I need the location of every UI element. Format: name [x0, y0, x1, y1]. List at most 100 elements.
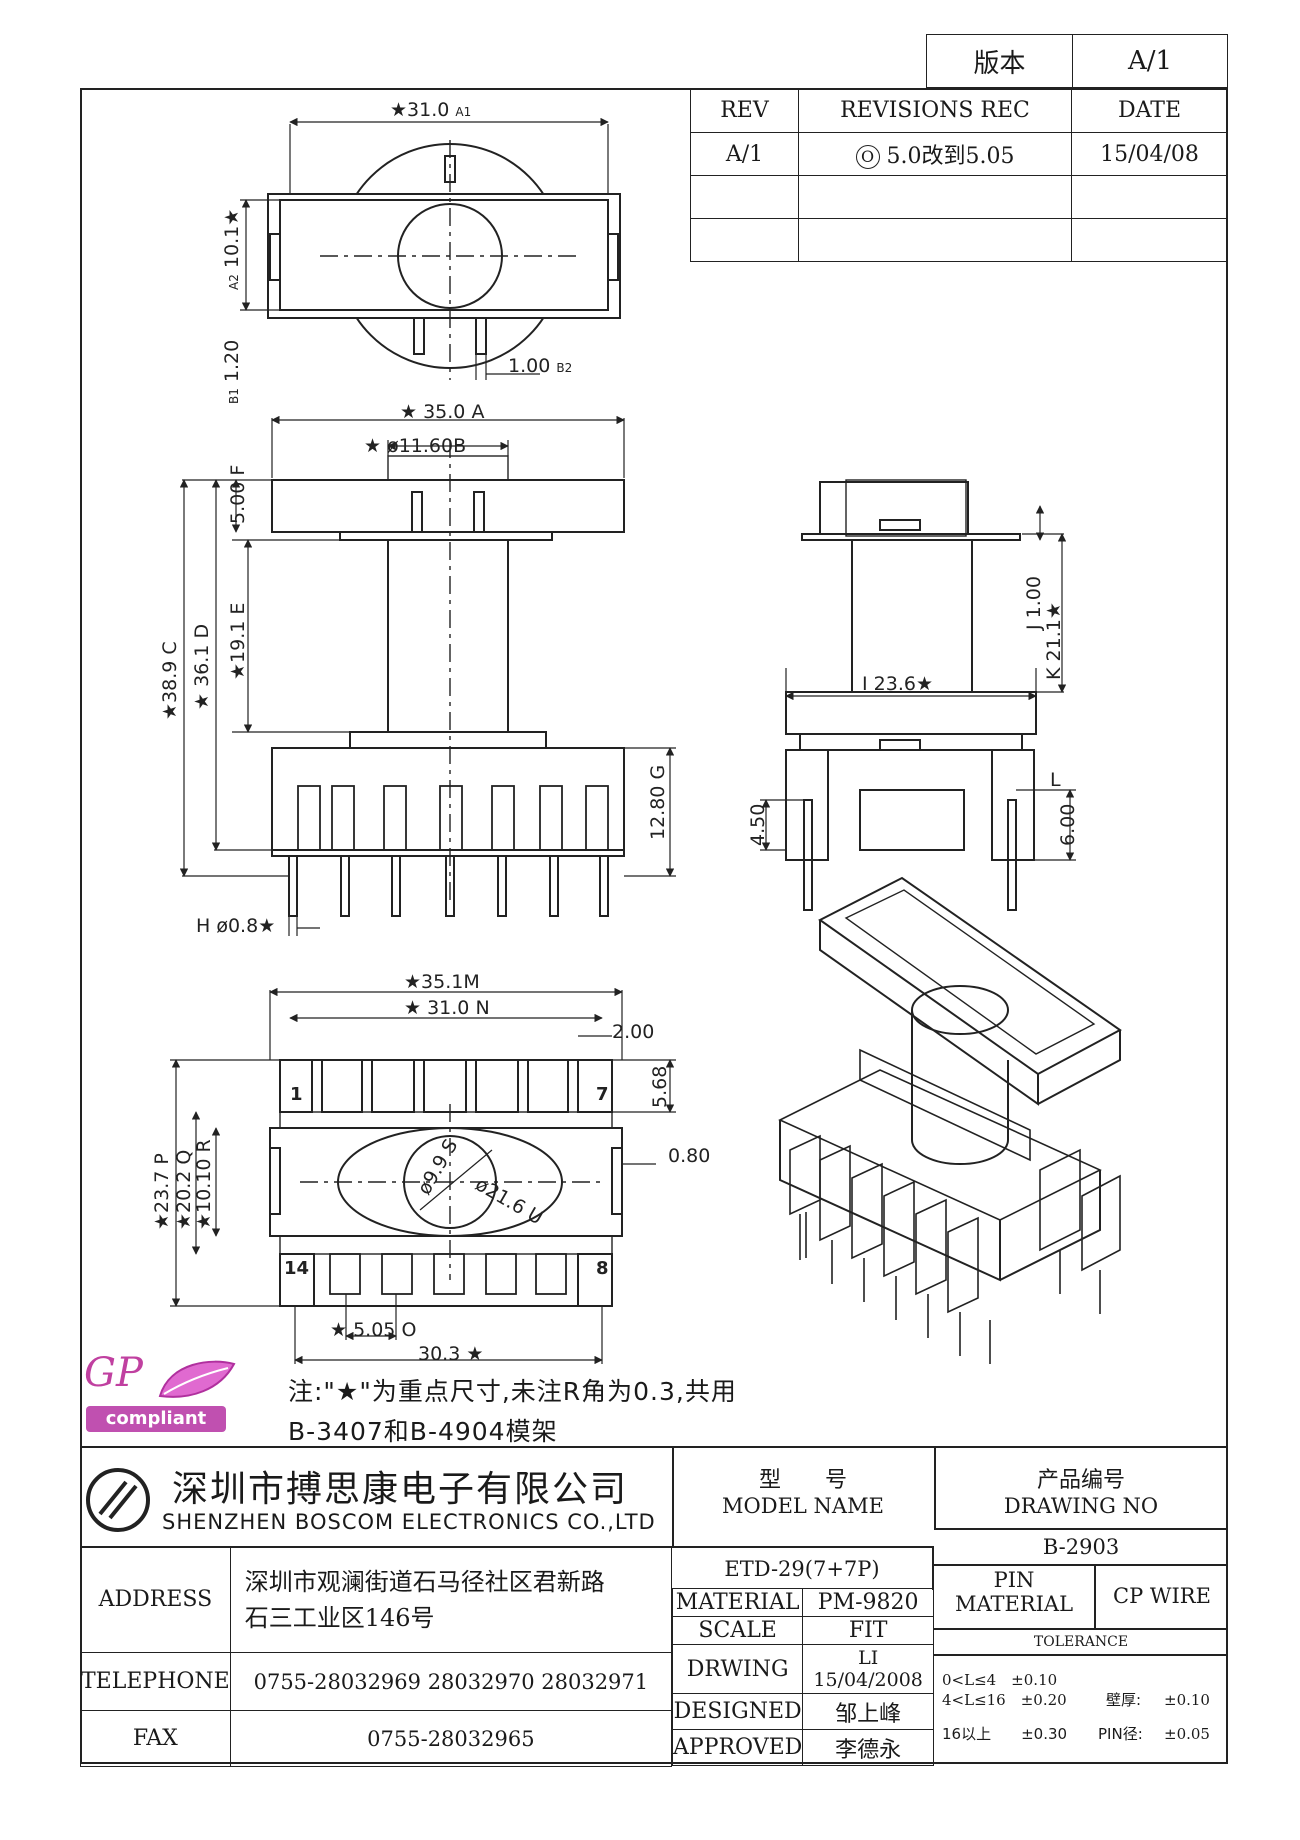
dim-side-width: ★ 35.0 A	[400, 401, 484, 423]
date-header: DATE	[1071, 88, 1228, 133]
dim-bot-slot-h: 5.68	[649, 1066, 671, 1108]
model-name-en: MODEL NAME	[722, 1494, 884, 1518]
drawing-no-cn: 产品编号	[1036, 1468, 1125, 1493]
dim-top-pin-offset: B1 1.20	[221, 340, 243, 404]
fax-label: FAX	[80, 1710, 231, 1767]
dim-bot-h1: ★23.7 P	[151, 1153, 173, 1230]
address-value: 深圳市观澜街道石马径社区君新路 石三工业区146号	[229, 1546, 673, 1653]
company-header: 深圳市搏思康电子有限公司 SHENZHEN BOSCOM ELECTRONICS…	[80, 1448, 674, 1548]
dim-side-flange: 5.00 F	[227, 465, 249, 524]
telephone-value: 0755-28032969 28032970 28032971	[229, 1652, 673, 1711]
rec-text: 5.0改到5.05	[886, 144, 1015, 169]
material-label: MATERIAL	[671, 1587, 804, 1618]
dim-side-core: ★ ø11.60B	[364, 435, 466, 457]
dim-bot-gap: 0.80	[668, 1145, 710, 1167]
version-label: 版本	[926, 34, 1073, 88]
model-value: ETD-29(7+7P)	[672, 1546, 934, 1590]
dim-bot-width1: ★35.1M	[404, 971, 480, 993]
model-name-cn: 型 号	[758, 1468, 847, 1493]
dim-side-pin-dia: H ø0.8★	[196, 915, 275, 937]
tolerance-3: 16以上 ±0.30	[942, 1725, 1068, 1743]
rec-header: REVISIONS REC	[798, 88, 1072, 133]
contact-table: ADDRESS 深圳市观澜街道石马径社区君新路 石三工业区146号 TELEPH…	[80, 1546, 673, 1767]
dim-end-pin2: 4.50	[747, 804, 769, 846]
telephone-label: TELEPHONE	[80, 1652, 231, 1711]
dim-bot-pitch: ★ 5.05 O	[330, 1319, 416, 1341]
dim-side-total: ★38.9 C	[159, 641, 181, 720]
wall-label: 壁厚:	[1106, 1691, 1142, 1709]
address-line-2: 石三工业区146号	[244, 1603, 435, 1632]
pin-label-7: 7	[596, 1084, 609, 1105]
dim-side-base: 12.80 G	[647, 765, 669, 840]
dim-end-pin: 6.00	[1057, 804, 1079, 846]
gp-logo-text: GP	[84, 1350, 143, 1396]
address-label: ADDRESS	[80, 1546, 231, 1653]
rec-cell: O 5.0改到5.05	[798, 132, 1072, 176]
dim-bot-h2: ★20.2 Q	[173, 1150, 195, 1230]
material-value: PM-9820	[802, 1587, 934, 1618]
rec-cell	[798, 218, 1072, 262]
pin-material-label-1: PIN	[993, 1568, 1035, 1592]
dim-top-height: A2 10.1★	[221, 209, 243, 290]
dim-side-body: ★ 36.1 D	[191, 624, 213, 710]
leaf-icon	[158, 1360, 236, 1398]
version-box: 版本 A/1	[926, 34, 1228, 88]
address-line-1: 深圳市观澜街道石马径社区君新路	[244, 1567, 605, 1596]
pin-material-value: CP WIRE	[1096, 1564, 1228, 1630]
drawing-no-header: 产品编号 DRAWING NO	[934, 1448, 1228, 1528]
side-view	[179, 415, 676, 936]
dim-top-width: ★31.0 A1	[390, 99, 471, 121]
technical-drawing: ★31.0 A1 A2 10.1★ B1 1.20 1.00 B2 ★ 35.0…	[151, 99, 1122, 1365]
dim-bot-slot: 2.00	[612, 1021, 654, 1043]
dim-top-pin-width: 1.00 B2	[508, 355, 572, 377]
tolerance-values: 0<L≤4 ±0.10 4<L≤16 ±0.20 16以上 ±0.30 壁厚: …	[934, 1656, 1228, 1766]
dim-end-height: K 21.1★	[1043, 602, 1065, 680]
pin-material-label-2: MATERIAL	[954, 1592, 1074, 1616]
compliant-badge: compliant	[86, 1406, 226, 1432]
scale-value: FIT	[802, 1616, 934, 1646]
dim-bot-core-dia: ø9.9 S	[413, 1136, 462, 1199]
dim-bot-width2: ★ 31.0 N	[404, 997, 490, 1019]
tolerance-label: TOLERANCE	[934, 1630, 1228, 1656]
bottom-view	[170, 987, 676, 1365]
gp-compliant-logo: GP compliant	[82, 1350, 252, 1442]
model-name-header: 型 号 MODEL NAME	[672, 1448, 936, 1528]
drawing-label: DRWING	[671, 1644, 804, 1695]
designed-value: 邹上峰	[802, 1693, 934, 1731]
rec-mark: O	[855, 145, 880, 169]
scale-label: SCALE	[671, 1616, 804, 1646]
approved-label: APPROVED	[671, 1729, 804, 1766]
drawing-by-value: LI 15/04/2008	[802, 1644, 934, 1695]
pin-label-1: 1	[290, 1084, 303, 1105]
company-name-cn: 深圳市搏思康电子有限公司	[172, 1469, 629, 1510]
note-line-2: B-3407和B-4904模架	[288, 1417, 558, 1446]
end-view	[760, 479, 1076, 911]
top-view	[240, 117, 621, 380]
company-name-en: SHENZHEN BOSCOM ELECTRONICS CO.,LTD	[162, 1510, 656, 1534]
pin-label-14: 14	[284, 1258, 309, 1279]
drawing-no-en: DRAWING NO	[1003, 1494, 1159, 1518]
isometric-view	[778, 876, 1122, 1364]
version-value: A/1	[1072, 34, 1228, 88]
dim-end-top: J 1.00	[1023, 576, 1045, 631]
company-logo-icon	[86, 1468, 150, 1532]
approved-value: 李德永	[802, 1729, 934, 1766]
tolerance-1: 0<L≤4 ±0.10	[942, 1671, 1058, 1689]
date-cell: 15/04/08	[1071, 132, 1228, 176]
dim-bot-h3: ★10.10 R	[193, 1139, 215, 1230]
drawing-value: B-2903	[934, 1528, 1228, 1566]
title-block: 深圳市搏思康电子有限公司 SHENZHEN BOSCOM ELECTRONICS…	[80, 1446, 1228, 1767]
wall-value: ±0.10	[1164, 1691, 1210, 1709]
fax-value: 0755-28032965	[229, 1710, 673, 1767]
dim-bot-span: 30.3 ★	[418, 1343, 483, 1365]
rev-cell	[690, 218, 799, 262]
dim-end-pin-tag: L	[1050, 769, 1061, 791]
dim-side-winding: ★19.1 E	[227, 603, 249, 680]
rev-header: REV	[690, 88, 799, 133]
pin-material-label: PIN MATERIAL	[934, 1564, 1096, 1630]
pin-dia-value: ±0.05	[1164, 1725, 1210, 1743]
revisions-table: REV REVISIONS REC DATE A/1 O 5.0改到5.05 1…	[690, 88, 1228, 262]
date-cell	[1071, 218, 1228, 262]
pin-label-8: 8	[596, 1258, 609, 1279]
